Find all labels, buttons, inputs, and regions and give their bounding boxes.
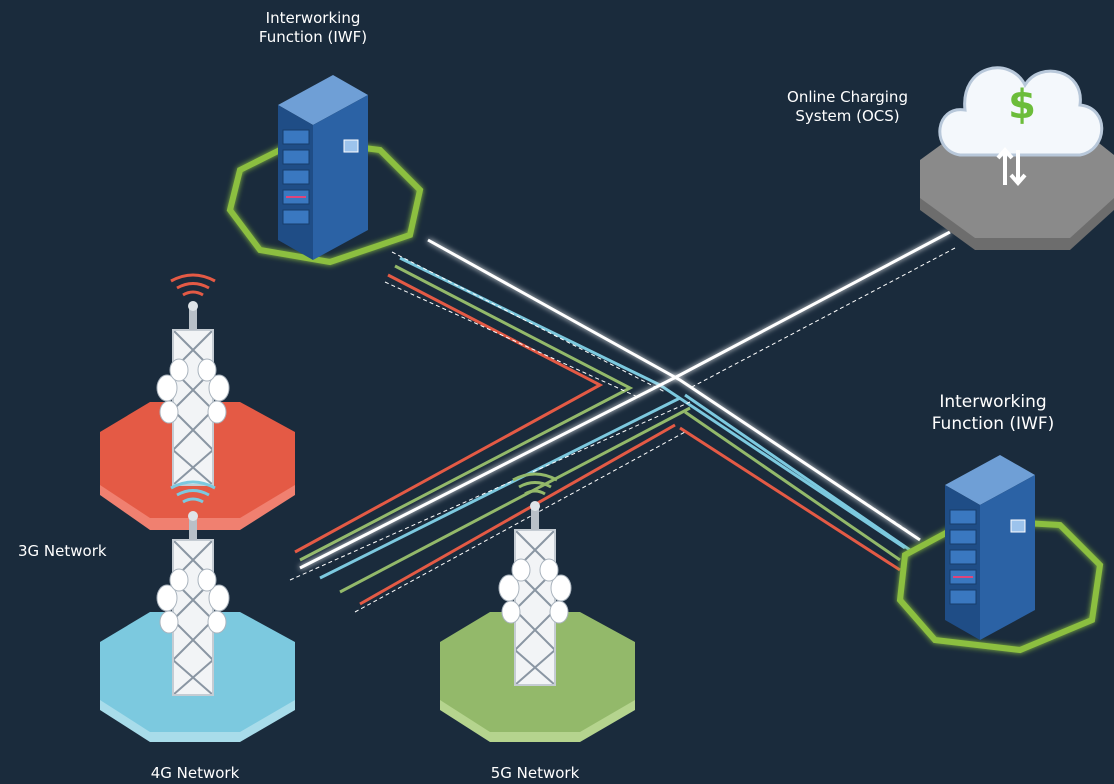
network-5g-label: 5G Network xyxy=(490,764,580,782)
iwf-right-node xyxy=(896,454,1104,654)
network-3g-node xyxy=(100,273,295,530)
iwf-top-node xyxy=(226,74,424,266)
iwf-right-label: Interworking Function (IWF) xyxy=(931,392,1055,434)
ocs-label: Online Charging System (OCS) xyxy=(787,88,908,125)
server-rack-icon xyxy=(944,454,1036,641)
network-4g-label: 4G Network xyxy=(150,764,240,782)
iwf-top-label: Interworking Function (IWF) xyxy=(258,9,368,46)
server-rack-icon xyxy=(277,74,369,261)
wifi-signal-icon xyxy=(512,472,558,496)
wifi-signal-icon xyxy=(170,273,216,297)
wifi-signal-icon xyxy=(170,480,216,504)
network-5g-node xyxy=(440,472,635,742)
network-3g-label: 3G Network xyxy=(18,542,107,560)
connection-links xyxy=(289,230,956,613)
transfer-arrows-icon xyxy=(996,146,1027,187)
network-4g-node xyxy=(100,480,295,742)
dollar-icon: $ xyxy=(1008,82,1036,128)
cloud-icon xyxy=(938,66,1104,157)
ocs-node: $ xyxy=(920,66,1114,250)
